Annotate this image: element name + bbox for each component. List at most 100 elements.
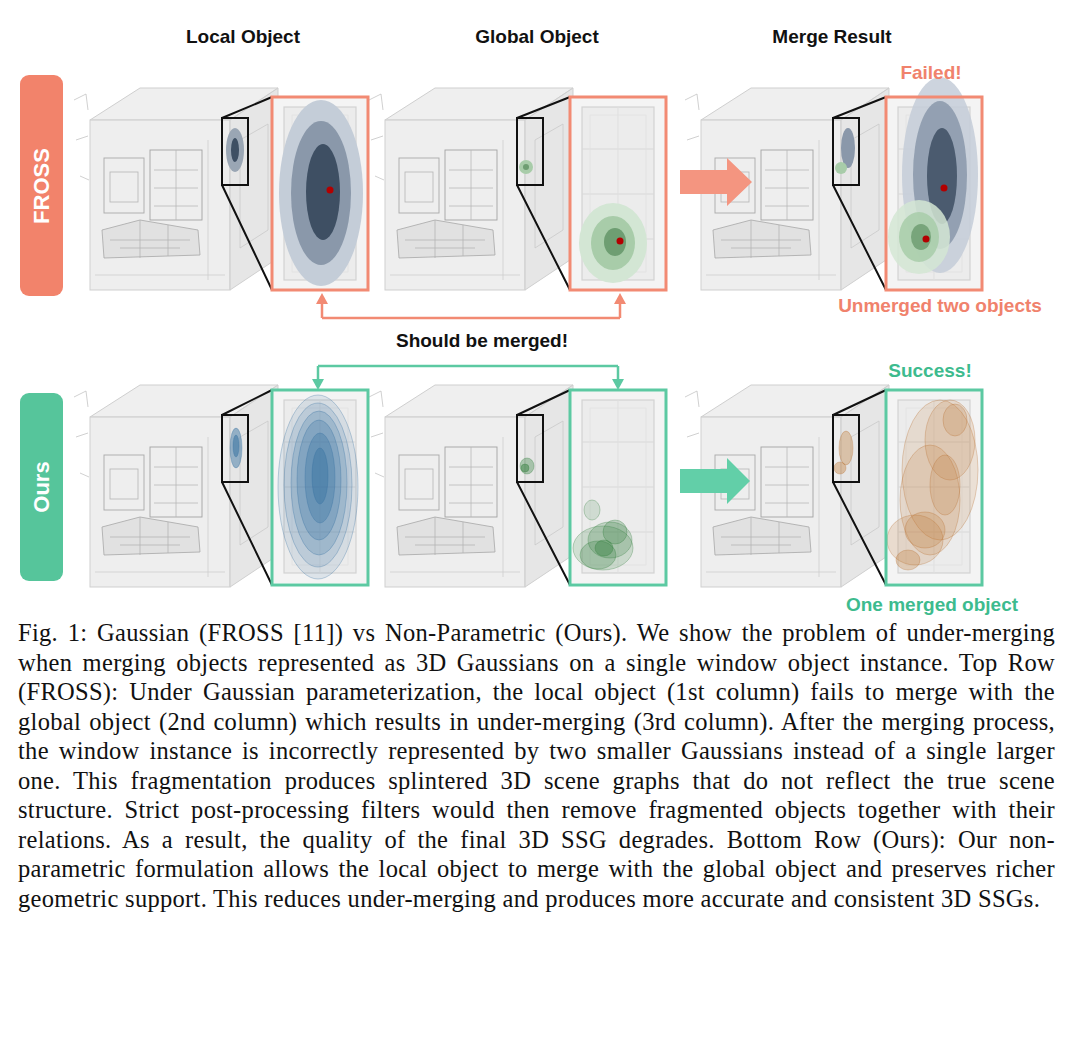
zoom-marker [222, 390, 272, 585]
zoom-marker [517, 97, 570, 290]
row-label: FROSS [29, 148, 55, 224]
row-band: FROSS [20, 75, 63, 296]
gaussian-center [327, 187, 334, 194]
density-contour [584, 500, 600, 520]
inset-border [272, 390, 368, 585]
gaussian-ellipse [291, 121, 351, 265]
merge-arrow [680, 458, 750, 504]
zoom-marker [517, 415, 543, 482]
density-contour [520, 458, 633, 570]
zoom-marker [517, 118, 543, 185]
inset-border [570, 97, 666, 290]
inset-border [272, 390, 982, 585]
zoom-marker [222, 97, 272, 290]
gaussian-center [327, 185, 948, 245]
inset-background [886, 390, 982, 583]
density-contour [595, 540, 613, 556]
scene-render [74, 88, 889, 587]
gaussian-center [923, 236, 930, 243]
gaussian-ellipse [306, 144, 340, 240]
row-label: Ours [29, 461, 55, 512]
density-contour [930, 455, 960, 515]
gaussian-ellipse [279, 100, 363, 286]
row-band: Ours [20, 393, 63, 581]
result-note: One merged object [846, 594, 1018, 616]
bracket-line [322, 301, 620, 318]
result-note: Unmerged two objects [838, 295, 1042, 317]
inset-border [886, 97, 982, 290]
zoom-marker [833, 390, 886, 585]
density-contour [580, 541, 616, 569]
bracket-line [318, 366, 618, 381]
density-contour [520, 458, 534, 474]
density-contour [230, 428, 242, 468]
scene-render [74, 88, 278, 290]
density-contour [521, 464, 529, 472]
density-contour [834, 400, 978, 570]
gaussian-ellipse [899, 212, 939, 262]
zoom-marker [517, 390, 570, 585]
scene-render [369, 88, 573, 290]
bracket-line [318, 366, 618, 381]
density-contour [284, 403, 352, 567]
zoom-marker [222, 118, 248, 185]
zoom-marker [833, 97, 886, 290]
density-contour [905, 512, 945, 548]
zoom-marker [833, 415, 859, 482]
scene-render [74, 385, 278, 587]
bracket-arrowhead [316, 293, 328, 304]
inset-border [886, 390, 982, 585]
gaussian-ellipse [841, 128, 855, 168]
bracket-arrowhead [612, 379, 624, 390]
zoom-marker [222, 415, 248, 482]
gaussian-ellipse [579, 203, 647, 283]
inset-background [570, 390, 666, 583]
bracket-arrowhead [312, 379, 624, 390]
status-label: Failed! [900, 62, 961, 84]
density-contour [278, 395, 358, 579]
column-heading: Global Object [475, 26, 599, 48]
gaussian-ellipse [591, 216, 635, 270]
bracket-label: Should be merged! [396, 330, 568, 352]
merge-arrow [680, 158, 752, 206]
density-contour [291, 411, 347, 555]
density-contour [233, 435, 239, 457]
gaussian-center [617, 238, 624, 245]
gaussian-ellipse [519, 160, 533, 174]
scene-render [369, 385, 573, 587]
bracket-line [322, 301, 620, 318]
column-heading: Merge Result [772, 26, 891, 48]
gaussian-ellipse [911, 224, 931, 250]
density-contour [943, 404, 967, 436]
inset-background [570, 97, 666, 290]
gaussian-ellipse [231, 138, 239, 162]
inset-background [272, 97, 982, 583]
inset-background [272, 390, 368, 583]
density-contour [305, 433, 335, 523]
gaussian-ellipse [226, 128, 244, 172]
status-label: Success! [888, 360, 971, 382]
gaussian-ellipse [888, 200, 950, 274]
density-contour [312, 448, 328, 504]
figure-caption: Fig. 1: Gaussian (FROSS [11]) vs Non-Par… [18, 618, 1055, 913]
density-contour [834, 462, 846, 474]
density-contour [297, 420, 341, 540]
inset-border [570, 390, 666, 585]
zoom-marker [222, 97, 886, 585]
bracket-arrowhead [316, 293, 626, 304]
inset-background [272, 97, 368, 290]
gaussian-ellipse [604, 228, 626, 256]
gaussian-center [941, 185, 948, 192]
gaussian-ellipse [523, 164, 529, 170]
inset-border [272, 97, 982, 290]
column-heading: Local Object [186, 26, 300, 48]
inset-border [272, 97, 368, 290]
bracket-arrowhead [614, 293, 626, 304]
density-contour [839, 431, 853, 465]
gaussian-ellipse [835, 162, 847, 174]
density-contour [896, 550, 920, 570]
bracket-arrowhead [312, 379, 324, 390]
zoom-marker [833, 118, 859, 185]
merge-arrow [680, 158, 752, 504]
density-contour [230, 395, 358, 579]
